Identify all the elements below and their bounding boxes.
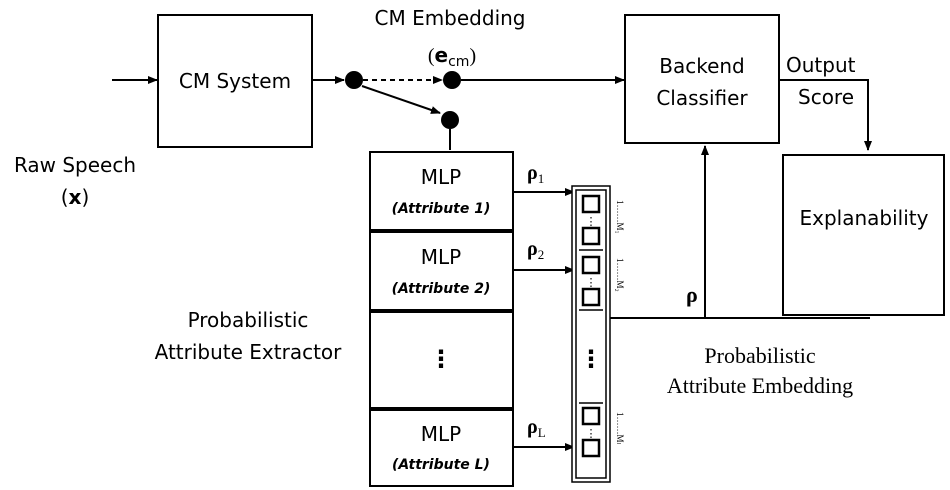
cm-system-box xyxy=(157,14,313,148)
rho-2-range: 1……M₂ xyxy=(615,258,625,292)
explainability-box xyxy=(782,154,945,316)
cm-embedding-label: CM Embedding xyxy=(374,6,525,30)
rho-1-label: ρ1 xyxy=(527,162,544,186)
explainability-label: Explanability xyxy=(800,206,929,230)
mlp-ellipsis-box xyxy=(369,311,514,409)
raw-speech-symbol: (x) xyxy=(61,185,90,209)
embedding-label-line1: Probabilistic xyxy=(704,343,815,368)
cm-system-label: CM System xyxy=(179,69,291,93)
mlp-2-title: MLP xyxy=(421,245,461,269)
extractor-label-line1: Probabilistic xyxy=(188,308,309,332)
mlp-1-attr: (Attribute 1) xyxy=(392,201,491,217)
mlp-2-box xyxy=(369,231,514,311)
mlp-l-attr: (Attribute L) xyxy=(392,457,490,473)
mlp-l-box xyxy=(369,409,514,487)
rho-1-slot-bottom xyxy=(581,226,601,246)
rho-2-label: ρ2 xyxy=(527,238,544,262)
mlp-1-title: MLP xyxy=(421,165,461,189)
rho-1-slot-dots: ⋮ xyxy=(586,216,597,228)
rho-ellipsis: ⋮ xyxy=(579,345,603,373)
rho-1-range: 1……M₁ xyxy=(615,200,625,234)
rho-2-slot-dots: ⋮ xyxy=(586,277,597,289)
rho-2-slot-top xyxy=(581,255,601,275)
diagonal-arrow xyxy=(361,85,441,114)
rho-l-range: 1……Mₗ xyxy=(615,412,625,445)
backend-classifier-box xyxy=(624,14,780,144)
mlp-1-box xyxy=(369,151,514,231)
mlp-l-title: MLP xyxy=(421,422,461,446)
embedding-column: ⋮ ⋮ ⋮ ⋮ xyxy=(571,185,611,483)
raw-speech-label: Raw Speech xyxy=(14,153,136,177)
backend-line1: Backend xyxy=(659,54,745,78)
rho-l-label: ρL xyxy=(527,416,546,440)
extractor-label-line2: Attribute Extractor xyxy=(155,340,343,364)
waveform-icon xyxy=(31,59,105,101)
extractor-dot xyxy=(441,111,459,129)
output-line1: Output xyxy=(786,53,856,77)
split-dot xyxy=(345,71,363,89)
output-score-arrow xyxy=(779,79,872,151)
rho-l-slot-bottom xyxy=(581,438,601,458)
rho-l-slot-dots: ⋮ xyxy=(586,428,597,440)
mlp-ellipsis: ⋮ xyxy=(429,345,453,373)
attribute-extractor: MLP (Attribute 1) MLP (Attribute 2) ⋮ ML… xyxy=(369,151,514,487)
rho-l-slot-top xyxy=(581,406,601,426)
embedding-label-line2: Attribute Embedding xyxy=(667,373,853,398)
rho-2-slot-bottom xyxy=(581,287,601,307)
backend-line2: Classifier xyxy=(656,86,748,110)
cm-embedding-symbol: (ecm) xyxy=(428,43,476,70)
rho-main-label: ρ xyxy=(686,282,698,307)
embedding-dot xyxy=(443,71,461,89)
output-line2: Score xyxy=(798,85,854,109)
rho-1-slot-top xyxy=(581,194,601,214)
mlp-2-attr: (Attribute 2) xyxy=(392,281,491,297)
